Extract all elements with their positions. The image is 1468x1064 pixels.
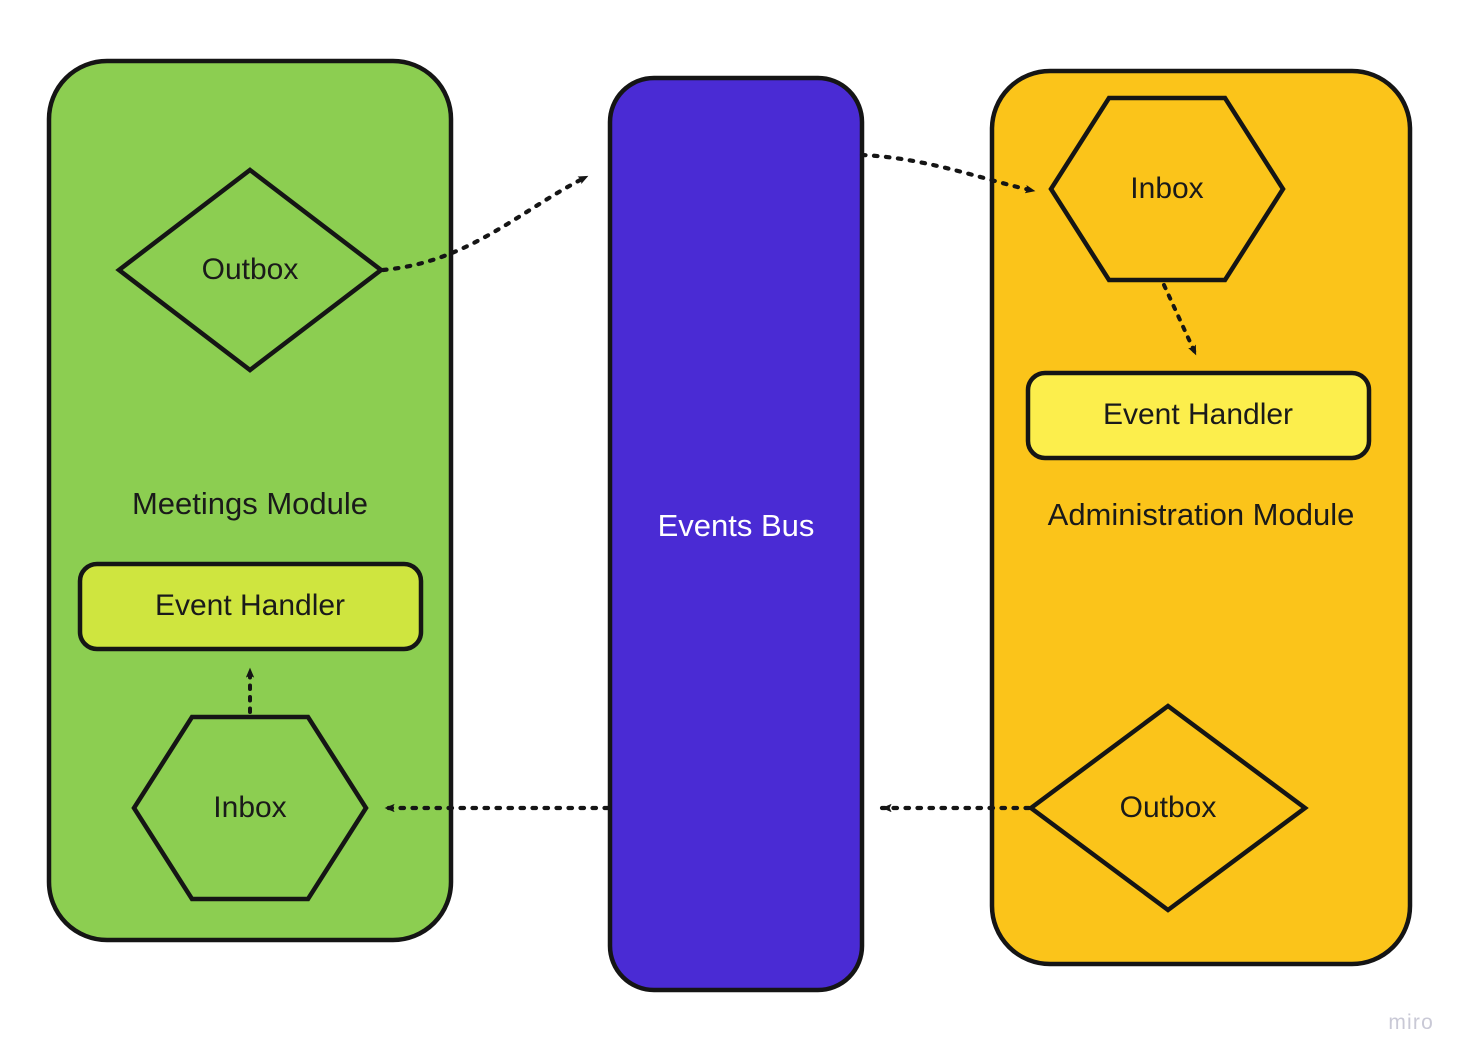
administration-outbox-diamond-shape[interactable] xyxy=(1027,703,1309,913)
administration-module-title: Administration Module xyxy=(1048,497,1355,532)
miro-watermark: miro xyxy=(1388,1011,1434,1034)
connection-administration-inbox-to-handler xyxy=(1162,283,1198,357)
administration-module-container[interactable] xyxy=(989,68,1413,967)
meetings-outbox-diamond-shape[interactable] xyxy=(115,167,385,373)
administration-event-handler-label: Event Handler xyxy=(1103,398,1293,431)
meetings-module-title: Meetings Module xyxy=(132,486,368,521)
node-meetings-event-handler[interactable]: Event Handler xyxy=(77,561,424,652)
meetings-inbox-label: Inbox xyxy=(213,791,286,824)
module-events-bus[interactable]: Events Bus xyxy=(607,75,865,993)
module-administration[interactable]: Administration Module Inbox Event Handle… xyxy=(989,68,1413,967)
meetings-event-handler-label: Event Handler xyxy=(155,589,345,622)
meetings-inbox-hexagon-shape[interactable] xyxy=(131,714,369,902)
connection-bus-to-administration-inbox xyxy=(859,152,1038,194)
meetings-outbox-label: Outbox xyxy=(202,253,299,286)
node-administration-inbox[interactable]: Inbox xyxy=(1048,95,1286,283)
node-administration-event-handler[interactable]: Event Handler xyxy=(1025,370,1372,461)
administration-inbox-label: Inbox xyxy=(1130,172,1203,205)
events-bus-container[interactable] xyxy=(607,75,865,993)
bus-to-administration-inbox-path xyxy=(859,152,1038,194)
events-bus-label: Events Bus xyxy=(658,508,815,543)
administration-event-handler-box[interactable] xyxy=(1025,370,1372,461)
administration-inbox-to-handler-path xyxy=(1162,283,1198,357)
module-meetings[interactable]: Meetings Module Outbox Event Handler Inb… xyxy=(46,58,454,943)
administration-outbox-label: Outbox xyxy=(1120,791,1217,824)
administration-inbox-hexagon-shape[interactable] xyxy=(1048,95,1286,283)
meetings-event-handler-box[interactable] xyxy=(77,561,424,652)
node-meetings-inbox[interactable]: Inbox xyxy=(131,714,369,902)
node-meetings-outbox[interactable]: Outbox xyxy=(115,167,385,373)
node-administration-outbox[interactable]: Outbox xyxy=(1027,703,1309,913)
